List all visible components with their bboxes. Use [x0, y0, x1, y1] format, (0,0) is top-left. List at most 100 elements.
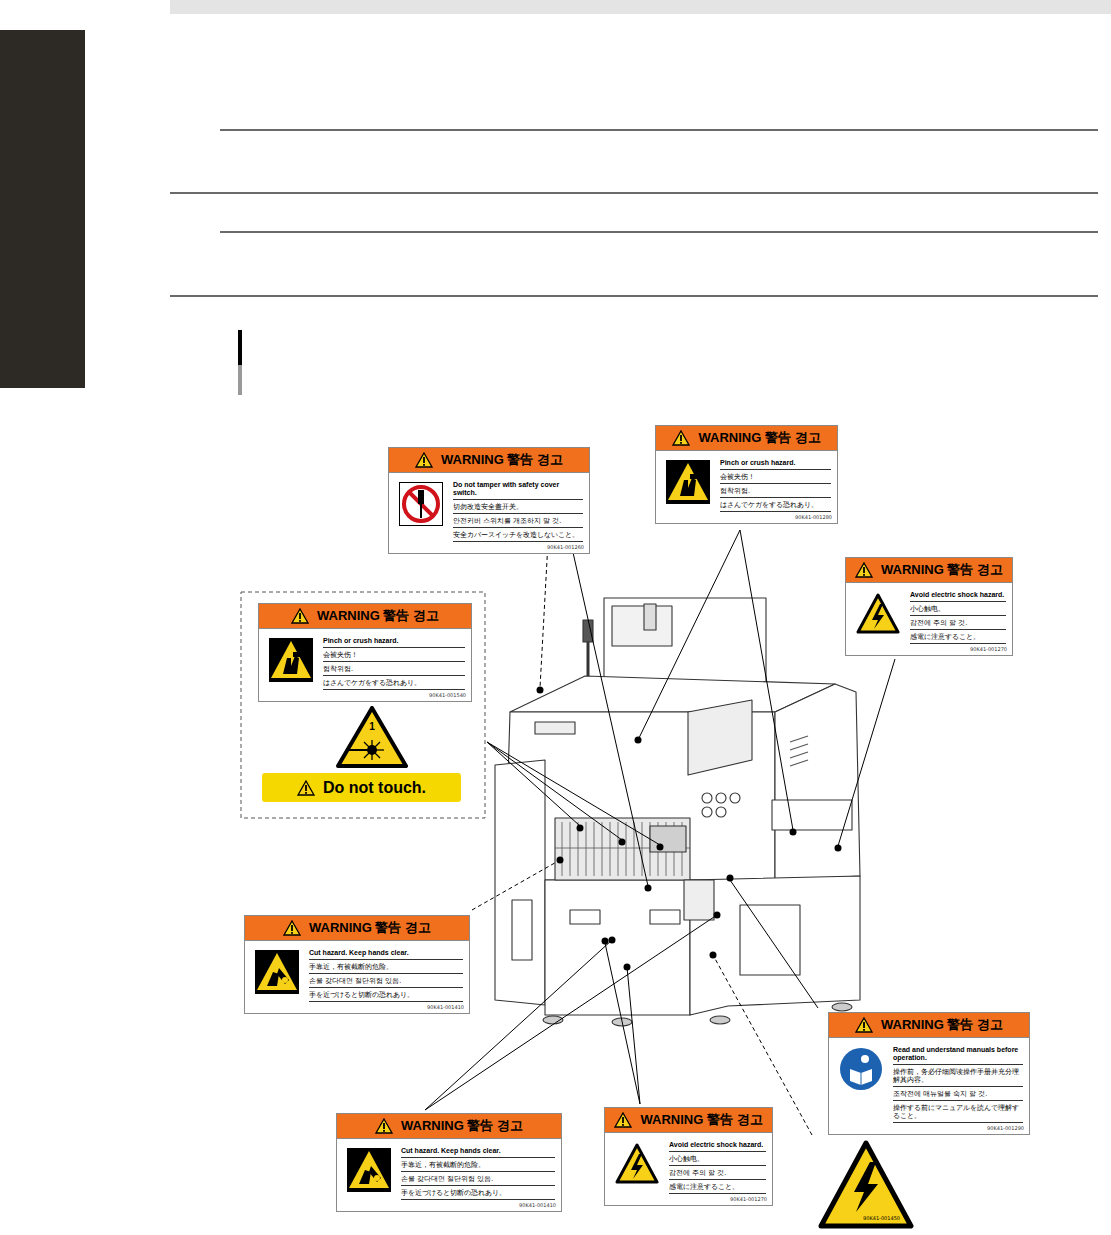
- drawing-part: [347, 1148, 391, 1192]
- label-body: Avoid electric shock hazard.小心触电。감전에 주의 …: [846, 583, 1012, 645]
- warning-text: 会被夹伤！: [720, 470, 831, 484]
- drawing-part: [863, 1029, 865, 1031]
- warning-text: 手を近づけると切断の恐れあり。: [309, 988, 463, 1002]
- drawing-part: [338, 708, 406, 766]
- warning-text: Pinch or crush hazard.: [720, 456, 831, 470]
- drawing-part: [535, 722, 575, 734]
- hazard-icon: [269, 638, 313, 682]
- warning-header: WARNING 警告 경고: [656, 426, 837, 451]
- warning-title: WARNING 警告 경고: [881, 1016, 1003, 1034]
- hazard-icon: [399, 482, 443, 526]
- drawing-part: [374, 1175, 380, 1181]
- warning-text: 安全カバースイッチを改造しないこと。: [453, 528, 583, 542]
- drawing-part: [283, 656, 299, 674]
- warning-text: 조작전에 매뉴얼을 숙지 할 것.: [893, 1087, 1023, 1101]
- part-number: 90K41-001280: [656, 513, 837, 523]
- warning-text: Do not tamper with safety cover switch.: [453, 478, 583, 500]
- warning-text: 操作する前にマニュアルを読んで理解すること。: [893, 1101, 1023, 1123]
- drawing-part: [855, 562, 873, 578]
- drawing-part: [612, 606, 672, 646]
- drawing-part: [681, 435, 683, 441]
- drawing-part: [645, 885, 652, 892]
- drawing-part: [170, 295, 1098, 297]
- drawing-part: [740, 905, 800, 975]
- drawing-part: [790, 736, 808, 766]
- warning-header: WARNING 警告 경고: [846, 558, 1012, 583]
- drawing-part: [710, 952, 717, 959]
- drawing-part: [619, 839, 626, 846]
- hazard-icon: [839, 1047, 883, 1091]
- drawing-part: [623, 1117, 625, 1123]
- hazard-icon: [255, 950, 299, 994]
- machine-drawing: [495, 598, 860, 1026]
- part-number: 90K41-001410: [337, 1201, 561, 1211]
- drawing-part: [626, 822, 627, 876]
- drawing-part: [832, 1003, 852, 1011]
- drawing-part: [716, 793, 726, 803]
- warning-title: WARNING 警告 경고: [640, 1111, 762, 1129]
- drawing-part: [730, 793, 740, 803]
- label-lines: Pinch or crush hazard.会被夹伤！협착위험.はさんでケガをす…: [720, 456, 831, 512]
- drawing-part: [293, 652, 301, 657]
- drawing-part: [605, 943, 640, 1104]
- drawing-part: [305, 785, 307, 791]
- warning-header: WARNING 警告 경고: [605, 1108, 772, 1133]
- drawing-part: [730, 880, 818, 1008]
- drawing-part: [642, 822, 643, 876]
- warning-title: WARNING 警告 경고: [317, 607, 439, 625]
- drawing-part: [863, 567, 865, 573]
- drawing-part: [305, 792, 307, 794]
- drawing-part: [570, 822, 571, 876]
- drawing-part: [291, 608, 309, 624]
- warning-text: 안전커버 스위치를 개조하지 말 것.: [453, 514, 583, 528]
- drawing-part: [690, 474, 698, 479]
- label-body: Cut hazard. Keep hands clear.手靠近，有被截断的危险…: [337, 1139, 561, 1201]
- drawing-part: [617, 1145, 657, 1182]
- drawing-part: [170, 0, 1111, 14]
- drawing-part: [666, 460, 710, 504]
- drawing-part: [170, 192, 1098, 194]
- drawing-part: [714, 912, 721, 919]
- drawing-part: [577, 825, 584, 832]
- drawing-part: [657, 844, 664, 851]
- part-number: 90K41-001540: [259, 691, 471, 701]
- warning-label: WARNING 警告 경고Do not tamper with safety c…: [388, 447, 590, 554]
- drawing-part: [618, 822, 619, 876]
- drawing-part: [415, 452, 433, 468]
- drawing-part: [282, 977, 288, 983]
- drawing-part: [220, 231, 1098, 233]
- dashed-group-frame: [241, 592, 485, 818]
- drawing-part: [269, 638, 313, 682]
- drawing-part: [540, 542, 548, 688]
- laser-class: 1: [336, 721, 408, 732]
- drawing-part: [277, 968, 289, 984]
- drawing-part: [644, 604, 656, 630]
- drawing-part: [376, 1119, 392, 1133]
- drawing-part: [583, 620, 593, 642]
- drawing-part: [400, 483, 443, 526]
- drawing-part: [238, 365, 242, 395]
- caution-text: Do not touch.: [323, 779, 426, 797]
- drawing-part: [375, 1118, 393, 1134]
- warning-text: 감전에 주의 할 것.: [669, 1166, 766, 1180]
- warning-label: WARNING 警告 경고Cut hazard. Keep hands clea…: [336, 1113, 562, 1212]
- label-lines: Do not tamper with safety cover switch.切…: [453, 478, 583, 542]
- warning-label: WARNING 警告 경고Avoid electric shock hazard…: [845, 557, 1013, 656]
- part-number: 90K41-001270: [846, 645, 1012, 655]
- leader-dots: [537, 687, 842, 971]
- drawing-part: [555, 822, 690, 876]
- hazard-icon: [615, 1142, 659, 1186]
- drawing-part: [238, 330, 242, 365]
- drawing-part: [615, 1142, 659, 1186]
- drawing-part: [716, 807, 726, 817]
- drawing-part: [423, 464, 425, 466]
- warning-title: WARNING 警告 경고: [698, 429, 820, 447]
- warning-text: 감전에 주의 할 것.: [910, 616, 1006, 630]
- drawing-part: [291, 925, 293, 931]
- drawing-part: [856, 592, 900, 636]
- drawing-part: [861, 1073, 862, 1085]
- drawing-part: [740, 530, 793, 830]
- drawing-part: [572, 548, 648, 886]
- warning-text: Cut hazard. Keep hands clear.: [401, 1144, 555, 1158]
- warning-text: 操作前，务必仔细阅读操作手册并充分理解其内容。: [893, 1065, 1023, 1087]
